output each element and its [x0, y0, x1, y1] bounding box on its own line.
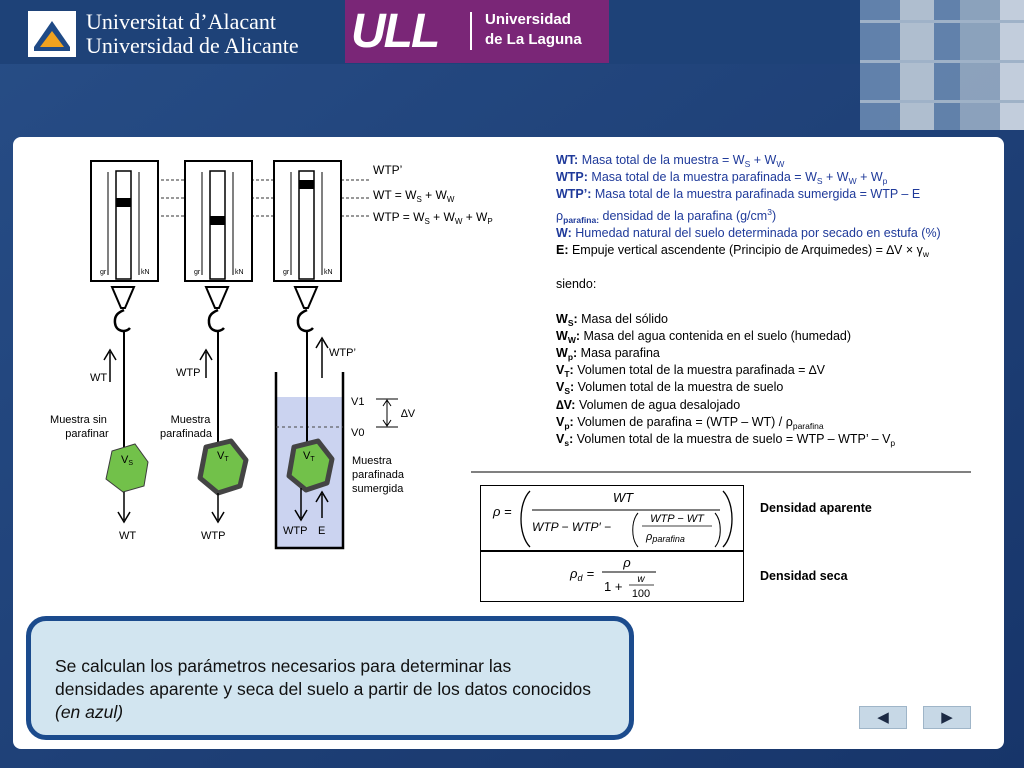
- arrow-down-wt-label: WT: [119, 530, 136, 542]
- svg-text:VT: VT: [303, 450, 315, 463]
- rock-vs: VS: [105, 443, 149, 493]
- svg-text:ρparafina: ρparafina: [645, 531, 685, 544]
- next-slide-button[interactable]: ▶: [923, 706, 971, 729]
- svg-text:WT: WT: [613, 490, 634, 505]
- building-photo: [860, 0, 1024, 130]
- label-wtp-prime: WTP’: [373, 163, 402, 177]
- ull-name-line2: de La Laguna: [485, 31, 582, 48]
- def-w: W: Humedad natural del suelo determinada…: [556, 225, 941, 240]
- sample-3-label: Muestra parafinada sumergida: [352, 455, 407, 495]
- def-wt: WT: Masa total de la muestra = WS + WW: [556, 153, 785, 169]
- arrow-down-wtp-submerged: WTP: [283, 488, 308, 537]
- label-v0: V0: [351, 427, 364, 439]
- label-wtp-equation: WTP = WS + WW + WP: [373, 210, 493, 226]
- scale-2-gr: gr: [194, 269, 201, 276]
- arrow-down-wtp-label: WTP: [201, 530, 225, 542]
- ua-emblem-icon: [28, 11, 76, 57]
- scale-3-gr: gr: [283, 269, 290, 276]
- explanation-emphasis: (en azul): [55, 702, 124, 722]
- scale-3-kn: kN: [324, 269, 333, 276]
- arrow-up-wtp-label: WTP: [176, 367, 200, 379]
- sample-1-label: Muestra sin parafinar: [50, 414, 110, 440]
- arrow-up-wt-label: WT: [90, 372, 107, 384]
- arrow-up-wt: WT: [90, 348, 117, 384]
- def-wtp-prime: WTP’: Masa total de la muestra parafinad…: [556, 187, 921, 202]
- scale-2-kn: kN: [235, 269, 244, 276]
- arrow-up-wtp-prime: WTP’: [315, 336, 356, 378]
- scale-3-indicator: [299, 180, 314, 189]
- label-wt-equation: WT = WS + WW: [373, 188, 455, 204]
- svg-text:ρd=: ρd=: [569, 566, 594, 583]
- def-wp: Wp: Masa parafina: [556, 345, 660, 362]
- arrow-down-wtp-submerged-label: WTP: [283, 525, 307, 537]
- scale-2-indicator: [210, 216, 225, 225]
- svg-text:ρ: ρ: [622, 555, 631, 570]
- scale-2: gr kN: [184, 160, 253, 448]
- def-vs-total: Vs: Volumen total de la muestra de suelo…: [556, 432, 896, 448]
- label-bulk-density: Densidad aparente: [760, 501, 872, 515]
- def-e: E: Empuje vertical ascendente (Principio…: [556, 243, 929, 260]
- logo-universidad-la-laguna: ULL Universidad de La Laguna: [345, 0, 609, 63]
- svg-text:100: 100: [632, 588, 650, 600]
- triangle-right-icon: ▶: [941, 709, 953, 726]
- logo-universidad-alicante: Universitat d’Alacant Universidad de Ali…: [28, 8, 299, 60]
- formula-box-dry-density: [480, 551, 744, 602]
- explanation-text: Se calculan los parámetros necesarios pa…: [55, 656, 592, 722]
- label-v1: V1: [351, 396, 364, 408]
- svg-text:1 +: 1 +: [604, 579, 622, 594]
- rock-vt-submerged: VT: [286, 438, 335, 493]
- svg-text:ρ =: ρ =: [492, 504, 512, 519]
- svg-text:WTP − WTP′ −: WTP − WTP′ −: [532, 520, 611, 534]
- label-delta-v: ∆V: [401, 408, 416, 420]
- svg-text:VS: VS: [121, 454, 133, 467]
- svg-text:w: w: [637, 574, 645, 585]
- formula-bulk-density: ρ = WT WTP − WTP′ − WTP − WT ρparafina: [492, 490, 733, 548]
- def-ww: WW: Masa del agua contenida en el suelo …: [556, 328, 852, 345]
- ull-separator: [470, 12, 472, 50]
- scale-1: gr kN: [90, 160, 159, 448]
- prev-slide-button[interactable]: ◀: [859, 706, 907, 729]
- arrow-up-wtp: WTP: [176, 348, 213, 379]
- scale-3: gr kN: [273, 160, 342, 448]
- def-wtp: WTP: Masa total de la muestra parafinada…: [556, 170, 888, 187]
- scale-1-kn: kN: [141, 269, 150, 276]
- triangle-left-icon: ◀: [877, 709, 889, 726]
- siendo: siendo:: [556, 277, 597, 292]
- def-ws: WS: Masa del sólido: [556, 311, 668, 328]
- arrow-down-wtp: WTP: [201, 493, 225, 542]
- definitions-legend: WT: Masa total de la muestra = WS + WW W…: [556, 152, 996, 448]
- buoyancy-e-label: E: [318, 525, 325, 537]
- arrow-up-wtp-prime-label: WTP’: [329, 347, 356, 359]
- scale-1-indicator: [116, 198, 131, 207]
- rock-vt-paraffined: VT: [197, 438, 249, 496]
- ua-name-line1: Universitat d’Alacant: [86, 9, 276, 34]
- label-dry-density: Densidad seca: [760, 569, 848, 583]
- sample-2-label: Muestra parafinada: [160, 414, 213, 440]
- water-container: [274, 372, 345, 550]
- def-vp: Vp: Volumen de parafina = (WTP – WT) / ρ…: [556, 414, 824, 431]
- def-rho-paraffin: ρparafina: densidad de la parafina (g/cm…: [556, 206, 777, 225]
- delta-v-marker: ∆V: [376, 398, 416, 428]
- ull-mark: ULL: [351, 5, 440, 58]
- ua-name-line2: Universidad de Alicante: [86, 33, 299, 58]
- def-vs: VS: Volumen total de la muestra de suelo: [556, 380, 784, 397]
- arrow-up-buoyancy-e: E: [315, 490, 329, 537]
- arrow-down-wt: WT: [117, 492, 136, 542]
- svg-text:VT: VT: [217, 450, 229, 463]
- formula-box-bulk-density: [480, 485, 744, 551]
- scale-1-gr: gr: [100, 269, 107, 276]
- def-delta-v: ∆V: Volumen de agua desalojado: [556, 397, 741, 412]
- svg-text:WTP − WT: WTP − WT: [650, 513, 705, 525]
- explanation-callout: Se calculan los parámetros necesarios pa…: [26, 616, 634, 740]
- def-vt: VT: Volumen total de la muestra parafina…: [556, 363, 825, 380]
- ull-name-line1: Universidad: [485, 11, 571, 28]
- formula-dry-density: ρd= ρ 1 + w 100: [569, 555, 656, 600]
